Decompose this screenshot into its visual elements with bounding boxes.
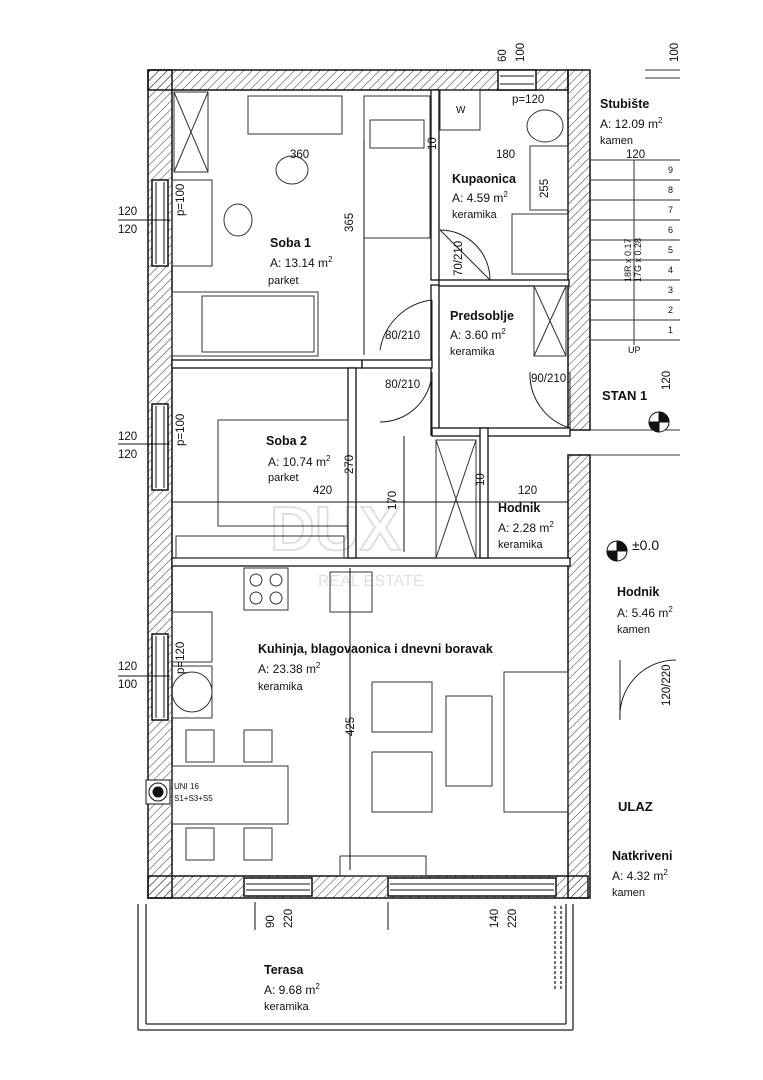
dim-left-120-e: 120 — [118, 661, 138, 673]
doors — [379, 229, 677, 721]
room-material-predsoblje: keramika — [450, 346, 495, 358]
room-area-natkriveni: A: 4.32 m2 — [612, 868, 668, 883]
stairs-spec-2: 17G x 0.28 — [633, 237, 643, 282]
dim-80-210-b: 80/210 — [385, 379, 421, 391]
dim-p120-bath: p=120 — [512, 94, 545, 106]
stair-step-number: 2 — [668, 305, 674, 315]
svg-text:DUX: DUX — [270, 495, 401, 564]
room-area-soba1: A: 13.14 m2 — [270, 255, 333, 270]
wc-label: W — [456, 105, 466, 116]
dim-p100-a: p=100 — [175, 183, 187, 216]
dim-top-100: 100 — [515, 42, 527, 62]
windows — [155, 75, 554, 891]
dim-top-60: 60 — [497, 49, 509, 62]
dim-365: 365 — [344, 212, 356, 232]
dim-p120-kitchen: p=120 — [175, 641, 187, 674]
room-name-kuhinja: Kuhinja, blagovaonica i dnevni boravak — [258, 642, 493, 656]
room-area-hodnik-inner: A: 2.28 m2 — [498, 520, 554, 535]
dim-left-120-a: 120 — [118, 206, 138, 218]
room-area-kuhinja: A: 23.38 m2 — [258, 661, 321, 676]
stair-step-number: 4 — [668, 265, 674, 275]
room-name-soba1: Soba 1 — [270, 236, 311, 250]
dim-255: 255 — [539, 178, 551, 198]
dim-120-stair: 120 — [626, 149, 646, 161]
room-area-soba2: A: 10.74 m2 — [268, 454, 331, 469]
room-area-hodnik-outer: A: 5.46 m2 — [617, 605, 673, 620]
room-name-soba2: Soba 2 — [266, 434, 307, 448]
room-material-hodnik-inner: keramika — [498, 539, 543, 551]
dim-120-hodnik: 120 — [518, 485, 538, 497]
dim-left-100: 100 — [118, 679, 138, 691]
room-material-hodnik-outer: kamen — [617, 624, 651, 636]
room-material-natkriveni: kamen — [612, 887, 646, 899]
stair-step-number: 6 — [668, 225, 674, 235]
room-area-terasa: A: 9.68 m2 — [264, 982, 320, 997]
dim-360: 360 — [290, 149, 310, 161]
uni-label-1: UNI 16 — [174, 782, 199, 791]
room-name-natkriveni: Natkriveni — [612, 849, 673, 863]
room-area-predsoblje: A: 3.60 m2 — [450, 327, 506, 342]
dim-bottom-140: 140 — [489, 908, 501, 928]
room-material-kupaonica: keramika — [452, 209, 497, 221]
dim-bottom-220-a: 220 — [283, 908, 295, 928]
dim-left-120-d: 120 — [118, 449, 138, 461]
dim-bottom-220-b: 220 — [507, 908, 519, 928]
dim-120-stan: 120 — [661, 370, 673, 390]
room-area-stubiste: A: 12.09 m2 — [600, 116, 663, 131]
uni-label-2: S1+S3+S5 — [174, 794, 213, 803]
dimension-lines — [118, 140, 568, 930]
furniture — [171, 89, 569, 877]
dim-180: 180 — [496, 149, 516, 161]
stairs-up-label: UP — [628, 345, 641, 355]
dim-10-a: 10 — [427, 137, 439, 150]
dim-left-120-c: 120 — [118, 431, 138, 443]
unit-label: STAN 1 — [602, 388, 648, 403]
room-material-soba2: parket — [268, 472, 299, 484]
svg-text:REAL ESTATE: REAL ESTATE — [318, 573, 424, 590]
dim-80-210-a: 80/210 — [385, 330, 421, 342]
dim-70-210: 70/210 — [453, 240, 465, 276]
room-name-predsoblje: Predsoblje — [450, 309, 514, 323]
stair-step-number: 5 — [668, 245, 674, 255]
dim-bottom-90: 90 — [265, 915, 277, 928]
entrance-label: ULAZ — [618, 799, 653, 814]
dim-420: 420 — [313, 485, 333, 497]
level-markers — [145, 411, 670, 805]
room-material-kuhinja: keramika — [258, 681, 303, 693]
room-name-hodnik-inner: Hodnik — [498, 501, 541, 515]
dim-120-220: 120/220 — [661, 664, 673, 706]
dim-left-120-b: 120 — [118, 224, 138, 236]
room-area-kupaonica: A: 4.59 m2 — [452, 190, 508, 205]
stair-step-number: 1 — [668, 325, 674, 335]
terrace — [137, 904, 574, 1031]
dim-10-b: 10 — [475, 473, 487, 486]
room-material-stubiste: kamen — [600, 135, 634, 147]
dim-top-right-100: 100 — [669, 42, 681, 62]
stair-step-number: 8 — [668, 185, 674, 195]
stair-step-number: 9 — [668, 165, 674, 175]
interior-walls — [171, 89, 571, 567]
dim-425: 425 — [345, 716, 357, 736]
stairs — [590, 69, 680, 456]
stair-step-number: 3 — [668, 285, 674, 295]
dim-90-210: 90/210 — [531, 373, 567, 385]
outer-walls — [147, 69, 591, 899]
dim-270: 270 — [344, 454, 356, 474]
level-label: ±0.0 — [632, 537, 660, 553]
stairs-spec-1: 18R x 0.17 — [623, 238, 633, 282]
room-name-hodnik-outer: Hodnik — [617, 585, 660, 599]
dim-p100-b: p=100 — [175, 413, 187, 446]
room-name-terasa: Terasa — [264, 963, 304, 977]
watermark: DUX REAL ESTATE — [269, 494, 424, 590]
dim-170: 170 — [387, 490, 399, 510]
stair-step-number: 7 — [668, 205, 674, 215]
room-material-terasa: keramika — [264, 1001, 309, 1013]
room-material-soba1: parket — [268, 275, 299, 287]
room-name-kupaonica: Kupaonica — [452, 172, 516, 186]
room-name-stubiste: Stubište — [600, 97, 650, 111]
